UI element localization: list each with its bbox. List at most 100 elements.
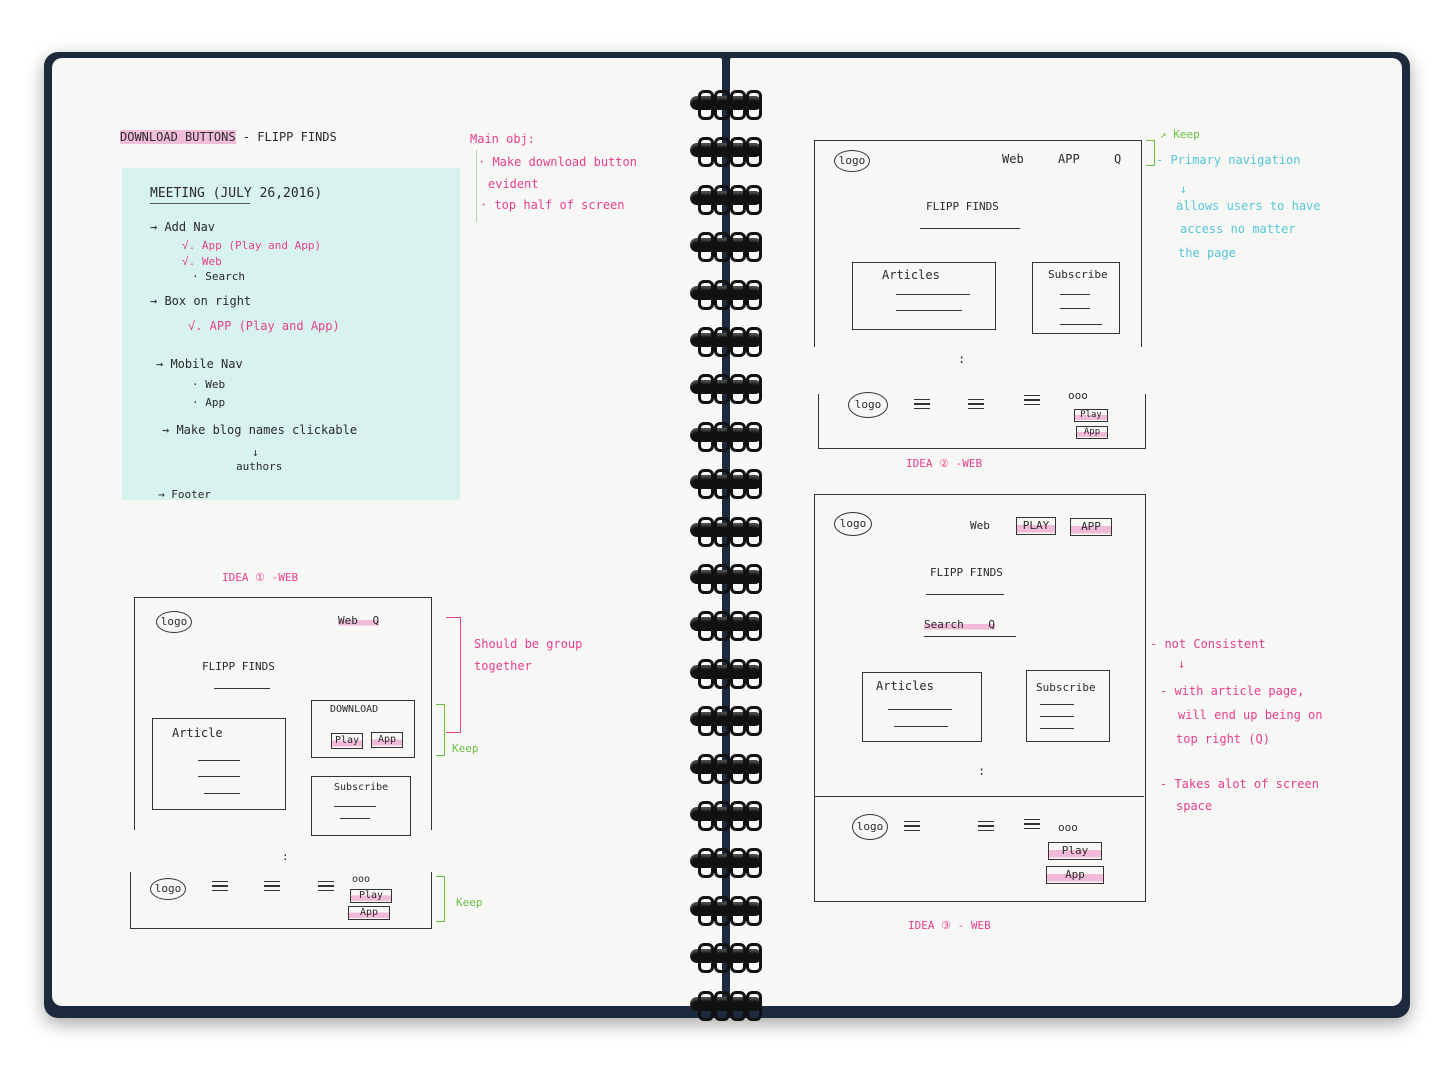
idea1-keep2: Keep bbox=[456, 896, 483, 909]
idea1-footer-dots: ooo bbox=[352, 874, 371, 885]
idea1-nav-web: Web Q bbox=[338, 614, 380, 627]
meeting-mobile-nav-item: · Web bbox=[192, 378, 226, 391]
header-title-right: - FLIPP FINDS bbox=[242, 130, 337, 144]
idea2-footer-frame bbox=[818, 394, 1146, 449]
search-icon: Q bbox=[988, 618, 995, 631]
spiral-ring bbox=[690, 848, 762, 879]
idea3-footer-divider bbox=[814, 796, 1144, 798]
idea1-logo: logo bbox=[156, 611, 192, 633]
header-title-left: DOWNLOAD BUTTONS bbox=[120, 130, 236, 144]
arrow-down-icon: ↓ bbox=[252, 446, 259, 459]
idea3-app-button[interactable]: APP bbox=[1070, 518, 1112, 536]
idea3-footer-app[interactable]: App bbox=[1046, 866, 1104, 884]
spiral-ring bbox=[690, 611, 762, 642]
idea3-note-consistent: - not Consistent bbox=[1150, 637, 1266, 651]
idea2-site-title: FLIPP FINDS bbox=[926, 200, 999, 213]
idea2-label: IDEA ② -WEB bbox=[906, 457, 983, 470]
spiral-ring bbox=[690, 658, 762, 689]
arrow-down-icon: ↓ bbox=[1180, 182, 1188, 196]
spiral-ring bbox=[690, 564, 762, 594]
text-line bbox=[340, 818, 370, 820]
idea2-web-frame bbox=[814, 140, 1142, 347]
text-line bbox=[1060, 308, 1090, 310]
hamburger-icon bbox=[1024, 816, 1040, 832]
keep-bracket bbox=[436, 876, 445, 922]
text-line bbox=[1060, 324, 1102, 326]
idea3-play-button[interactable]: PLAY bbox=[1016, 517, 1056, 535]
text-line bbox=[198, 760, 240, 762]
spiral-ring bbox=[690, 801, 762, 831]
text-line bbox=[896, 294, 970, 296]
ellipsis-icon: : bbox=[282, 850, 289, 863]
text-line bbox=[894, 726, 948, 728]
idea3-search-field[interactable]: Search Q bbox=[924, 618, 995, 631]
idea2-note-primary: - Primary navigation bbox=[1156, 153, 1301, 167]
idea2-footer-play: Play bbox=[1074, 409, 1108, 422]
spiral-ring bbox=[690, 184, 762, 215]
idea3-articles-card bbox=[862, 672, 982, 742]
idea3-footer-logo: logo bbox=[852, 814, 888, 840]
idea3-footer-dots: ooo bbox=[1058, 821, 1078, 834]
hamburger-icon bbox=[978, 818, 994, 834]
idea2-note-page: the page bbox=[1178, 246, 1236, 260]
hamburger-icon bbox=[914, 396, 930, 412]
idea2-keep: ↗ Keep bbox=[1160, 128, 1200, 141]
text-line bbox=[888, 709, 952, 711]
idea1-article-card bbox=[152, 718, 286, 810]
main-obj-item: · Make download button bbox=[478, 155, 637, 169]
idea3-footer-play[interactable]: Play bbox=[1048, 842, 1102, 860]
idea1-note-group: Should be group bbox=[474, 637, 583, 651]
idea2-nav-web: Web bbox=[1002, 152, 1024, 166]
idea3-note-space: space bbox=[1176, 799, 1213, 813]
main-obj-rule bbox=[476, 150, 477, 222]
search-icon: Q bbox=[1114, 152, 1122, 166]
spiral-ring bbox=[690, 895, 762, 926]
idea2-nav-app: APP bbox=[1058, 152, 1080, 166]
idea1-web-frame bbox=[134, 597, 432, 830]
idea1-subscribe-label: Subscribe bbox=[334, 782, 389, 793]
idea3-web-frame bbox=[814, 494, 1146, 902]
meeting-make-blog: → Make blog names clickable bbox=[162, 423, 358, 437]
text-line bbox=[1060, 294, 1090, 296]
search-icon: Q bbox=[372, 614, 380, 627]
arrow-down-icon: ↓ bbox=[1178, 657, 1186, 671]
idea2-note-access: access no matter bbox=[1180, 222, 1296, 236]
meeting-box-on-right-item: √. APP (Play and App) bbox=[188, 319, 340, 333]
ellipsis-icon: : bbox=[978, 764, 986, 778]
idea2-logo: logo bbox=[834, 150, 870, 172]
spiral-ring bbox=[690, 706, 762, 737]
meeting-add-nav: → Add Nav bbox=[150, 220, 216, 234]
idea1-note-group2: together bbox=[474, 659, 532, 673]
idea2-subscribe-label: Subscribe bbox=[1048, 268, 1108, 281]
meeting-add-nav-item: · Search bbox=[192, 270, 245, 283]
idea3-label: IDEA ③ - WEB bbox=[908, 919, 991, 932]
text-line bbox=[1040, 704, 1074, 706]
text-line bbox=[204, 793, 240, 795]
keep-bracket bbox=[1146, 140, 1155, 166]
hamburger-icon bbox=[212, 878, 228, 894]
idea3-note-with: - with article page, bbox=[1160, 684, 1305, 698]
spiral-ring bbox=[690, 327, 762, 357]
idea1-keep1: Keep bbox=[452, 742, 479, 755]
meeting-box-on-right: → Box on right bbox=[150, 294, 252, 308]
meeting-mobile-nav: → Mobile Nav bbox=[156, 357, 243, 371]
spiral-ring bbox=[690, 374, 762, 405]
meeting-mobile-nav-item: · App bbox=[192, 396, 226, 409]
meeting-title: MEETING (JULY 26,2016) bbox=[150, 186, 323, 201]
idea1-download-label: DOWNLOAD bbox=[330, 704, 379, 715]
idea3-subscribe-box bbox=[1026, 670, 1110, 742]
spiral-ring bbox=[690, 990, 762, 1021]
idea1-nav-web-label: Web bbox=[338, 614, 358, 627]
idea3-search-label: Search bbox=[924, 618, 964, 631]
idea3-note-takes: - Takes alot of screen bbox=[1160, 777, 1319, 791]
spiral-ring bbox=[690, 279, 762, 310]
main-obj-title: Main obj: bbox=[470, 132, 536, 146]
idea2-note-allows: allows users to have bbox=[1176, 199, 1321, 213]
idea1-subscribe-box bbox=[311, 776, 411, 836]
idea2-articles-card bbox=[852, 262, 996, 330]
search-underline bbox=[924, 636, 1016, 638]
spiral-ring bbox=[690, 516, 762, 547]
idea2-title-underline bbox=[920, 228, 1020, 230]
idea1-site-title: FLIPP FINDS bbox=[202, 660, 275, 673]
meeting-add-nav-item: √. Web bbox=[182, 255, 222, 268]
